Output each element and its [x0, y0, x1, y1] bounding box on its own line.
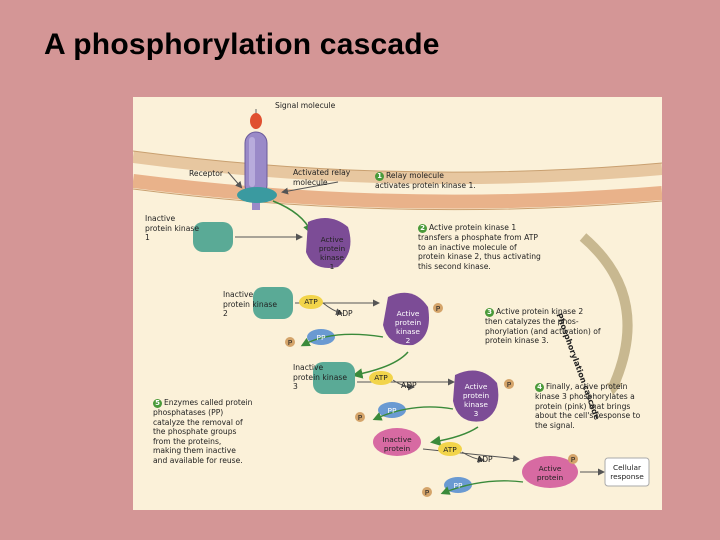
phosphate-4: [568, 454, 578, 464]
p-label-pi-3: P: [424, 488, 430, 497]
membrane-outer: [133, 151, 662, 185]
inactive-kinase-2: [253, 287, 293, 319]
signal-molecule: [250, 109, 262, 129]
active-kinase-1: [306, 218, 351, 268]
pp-2: [378, 402, 406, 418]
step-5-marker: 5: [153, 399, 162, 408]
p-label-2: P: [435, 304, 441, 313]
membrane-inner: [133, 174, 662, 209]
pp-3: [444, 477, 472, 493]
step-3-text: Active protein kinase 2 then catalyzes t…: [485, 307, 601, 346]
atp-label-1: ATP: [304, 297, 318, 306]
active-kinase-2: [383, 292, 429, 346]
label-signal-molecule: Signal molecule: [275, 101, 336, 110]
step-4-text: Finally, active protein kinase 3 phospho…: [535, 382, 641, 430]
inactive-kinase-1: [193, 222, 233, 252]
pp-1: [307, 329, 335, 345]
adp-label-1: ADP: [337, 309, 353, 318]
adp-label-2: ADP: [401, 381, 417, 390]
relay-molecule: [237, 187, 277, 203]
active-protein: [522, 456, 578, 488]
adp-label-3: ADP: [477, 455, 493, 464]
atp-label-2: ATP: [374, 373, 388, 382]
label-receptor: Receptor: [189, 169, 224, 178]
cascade-diagram: Signal molecule Receptor Activated relay…: [133, 97, 662, 510]
phosphate-pi-2: [355, 412, 365, 422]
atp-label-3: ATP: [443, 445, 457, 454]
slide-title: A phosphorylation cascade: [44, 28, 440, 61]
cascade-arrow: [579, 233, 633, 390]
step-5-text: Enzymes called protein phosphatases (PP)…: [153, 398, 253, 465]
inactive-protein: [373, 428, 421, 456]
pp-label-3: PP: [453, 481, 463, 490]
p-label-3: P: [506, 380, 512, 389]
atp-2: [369, 371, 393, 385]
step-2-marker: 2: [418, 224, 427, 233]
label-active-pk2: Active protein kinase 2: [394, 309, 422, 345]
label-active-pk3: Active protein kinase 3: [462, 382, 490, 418]
p-label-pi-1: P: [287, 338, 293, 347]
phosphate-pi-3: [422, 487, 432, 497]
label-inactive-protein: Inactive protein: [382, 435, 412, 453]
atp-1: [299, 295, 323, 309]
label-active-pk1: Active protein kinase 1: [318, 235, 346, 271]
step-2-text: Active protein kinase 1 transfers a phos…: [418, 223, 541, 271]
inactive-kinase-3: [313, 362, 355, 394]
phosphate-2: [433, 303, 443, 313]
phosphate-3: [504, 379, 514, 389]
cellular-response-box: [604, 457, 650, 487]
p-label-4: P: [570, 455, 576, 464]
phosphate-pi-1: [285, 337, 295, 347]
p-label-pi-2: P: [357, 413, 363, 422]
step-4-marker: 4: [535, 383, 544, 392]
label-activated-relay: Activated relay molecule: [293, 168, 351, 187]
label-active-protein: Active protein: [536, 464, 564, 482]
label-inactive-pk1: Inactive protein kinase 1: [145, 214, 200, 243]
step-3-marker: 3: [485, 308, 494, 317]
label-inactive-pk2: Inactive protein kinase 2: [223, 290, 278, 319]
label-cellular-response: Cellular response: [610, 463, 644, 481]
diagram-art: [133, 109, 662, 497]
active-kinase-3: [453, 370, 499, 422]
label-inactive-pk3: Inactive protein kinase 3: [293, 363, 348, 392]
atp-3: [438, 442, 462, 456]
pp-label-1: PP: [316, 333, 326, 342]
pp-label-2: PP: [387, 406, 397, 415]
step-1-marker: 1: [375, 172, 384, 181]
step-1-text: Relay molecule activates protein kinase …: [375, 171, 476, 190]
